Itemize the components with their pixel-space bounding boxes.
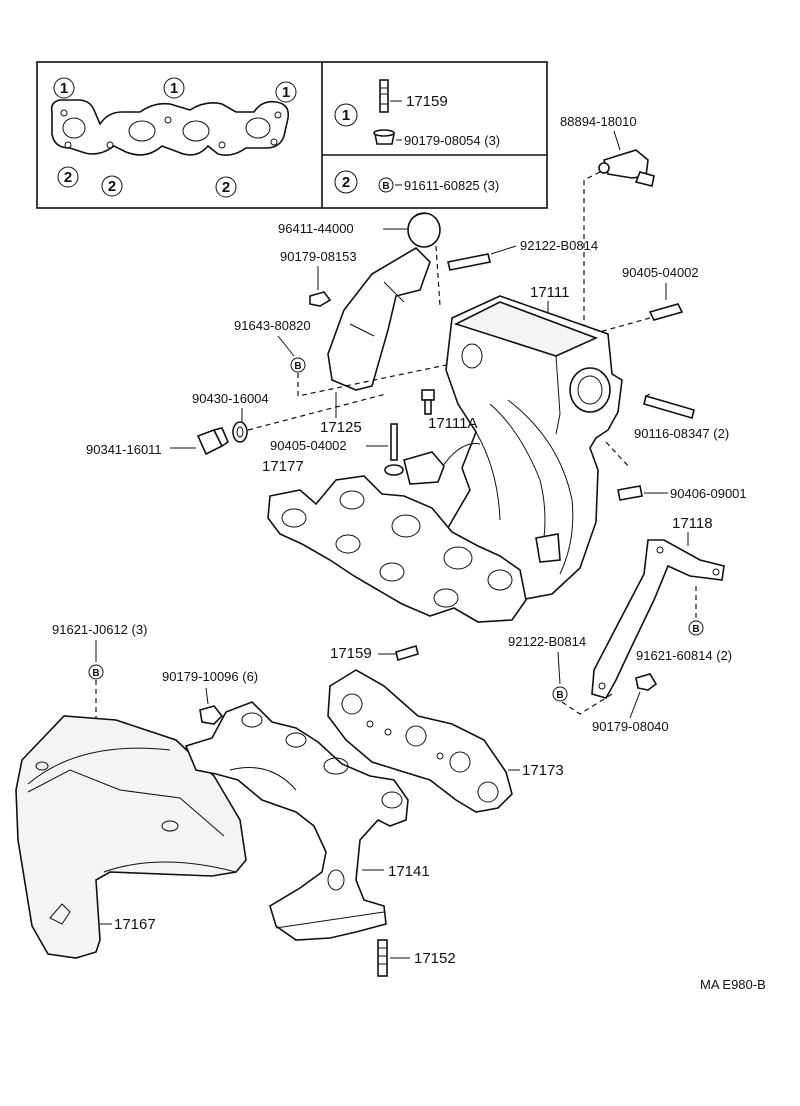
gasket-ref-1-mid: 1 [170, 80, 178, 97]
label-88894-18010: 88894-18010 [560, 114, 637, 129]
heat-insulator-17167 [15, 715, 247, 959]
intake-manifold-17111 [403, 295, 623, 601]
label-90179-08040: 90179-08040 [592, 719, 669, 734]
gasket-17173 [327, 669, 513, 813]
exhaust-manifold-17141 [184, 701, 409, 941]
label-17118: 17118 [672, 515, 713, 532]
label-90406-09001: 90406-09001 [670, 486, 747, 501]
gasket-sketch [50, 99, 290, 156]
label-90341-16011: 90341-16011 [86, 442, 162, 457]
bolt-symbol-91621-60814: B [692, 624, 699, 635]
label-90405-04002-right: 90405-04002 [622, 265, 699, 280]
nut-icon [373, 129, 395, 145]
legend-row2-part: 91611-60825 (3) [404, 178, 499, 193]
bolt-09001 [617, 485, 643, 501]
label-17173: 17173 [522, 762, 564, 779]
bolt-symbol-91621-j0612: B [92, 668, 99, 679]
legend-row1-part-a: 17159 [406, 93, 448, 110]
washer-16004 [232, 421, 248, 443]
bolt-symbol-92122: B [556, 690, 563, 701]
label-90405-04002-mid: 90405-04002 [270, 438, 347, 453]
gasket-ref-2-left: 2 [64, 169, 72, 186]
legend-row1-marker: 1 [342, 107, 350, 124]
legend-row2-marker: 2 [342, 174, 350, 191]
label-17111: 17111 [530, 284, 570, 301]
label-17125: 17125 [320, 419, 362, 436]
plug-cap [407, 212, 441, 248]
label-90179-10096: 90179-10096 (6) [162, 669, 258, 684]
label-92122-b0814-bottom: 92122-B0814 [508, 634, 586, 649]
nut-10096 [199, 705, 224, 725]
label-92122-b0814-top: 92122-B0814 [520, 238, 598, 253]
label-17152: 17152 [414, 950, 456, 967]
label-91621-60814: 91621-60814 (2) [636, 648, 732, 663]
label-91621-j0612: 91621-J0612 (3) [52, 622, 147, 637]
bolt-17111a [421, 389, 435, 415]
vacuum-fitting [598, 149, 655, 187]
gasket-ref-2-mid: 2 [108, 178, 116, 195]
figure-code: MA E980-B [700, 977, 766, 992]
bolt-symbol-91643: B [294, 361, 301, 372]
legend-row1-part-b: 90179-08054 (3) [404, 133, 500, 148]
gasket-ref-2-right: 2 [222, 179, 230, 196]
gasket-ref-1-right: 1 [282, 84, 290, 101]
nut-08040 [635, 673, 658, 691]
bracket-17125 [327, 246, 431, 391]
stud-08347 [643, 394, 695, 420]
stay-17118 [591, 539, 725, 699]
label-17159: 17159 [330, 645, 372, 662]
label-90116-08347: 90116-08347 (2) [634, 426, 729, 441]
gasket-ref-1-left: 1 [60, 80, 68, 97]
label-90179-08153: 90179-08153 [280, 249, 357, 264]
label-96411-44000: 96411-44000 [278, 221, 354, 236]
stud-icon [379, 79, 389, 113]
label-90430-16004: 90430-16004 [192, 391, 269, 406]
gasket-17177 [267, 475, 527, 623]
label-17177: 17177 [262, 458, 304, 475]
stud-17152 [377, 939, 388, 977]
label-17167: 17167 [114, 916, 156, 933]
nut-08153 [309, 291, 332, 307]
label-17141: 17141 [388, 863, 430, 880]
legend-box: 1 1 1 2 2 2 1 17159 90179-08054 (3) 2 [36, 61, 548, 209]
stud-17159 [395, 644, 419, 662]
bolt-04002-mid [384, 423, 404, 476]
label-17111a: 17111A [428, 415, 478, 432]
stud-top [447, 253, 491, 271]
label-91643-80820: 91643-80820 [234, 318, 311, 333]
legend-row2-bolt-symbol: B [382, 181, 389, 192]
plug-16011 [196, 427, 229, 456]
bolt-04002-right [648, 303, 684, 321]
